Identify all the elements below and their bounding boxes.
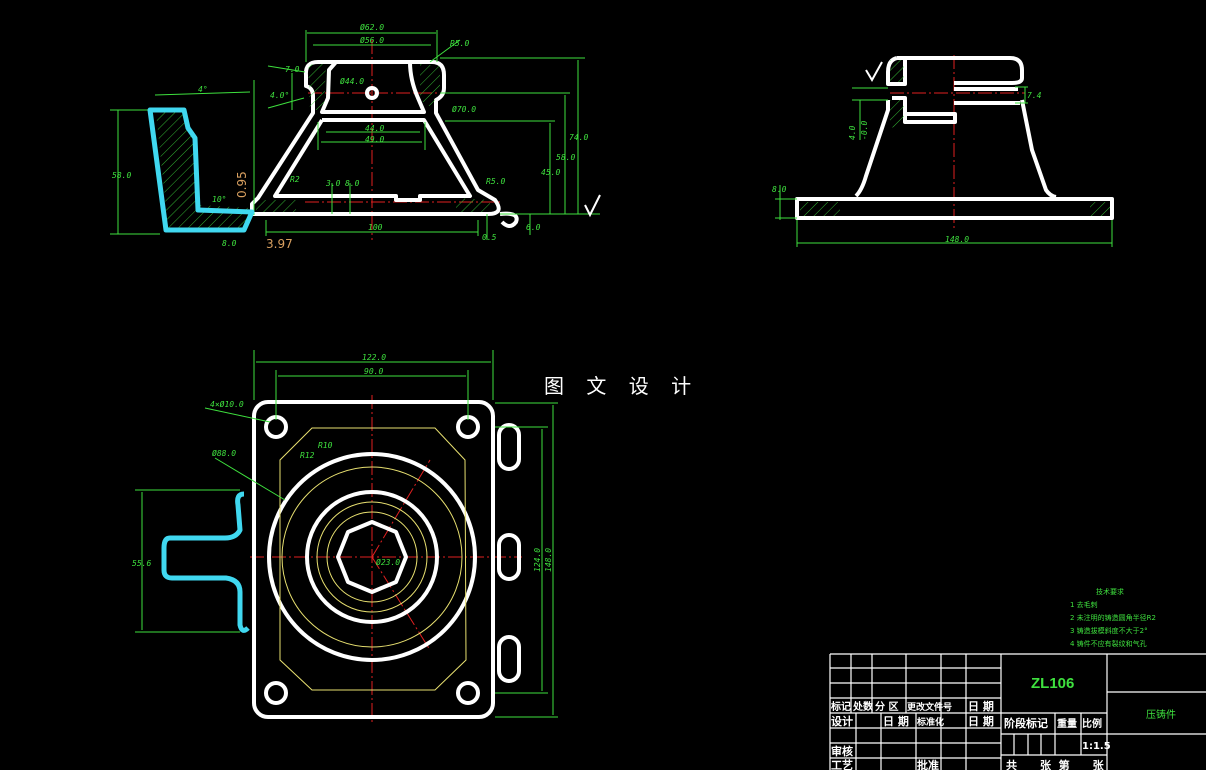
material-label: ZL106: [1031, 675, 1074, 692]
label: 重量: [1057, 717, 1077, 730]
tech-req-item: 1 去毛刺: [1070, 600, 1098, 609]
surface-finish-symbol: [865, 61, 883, 82]
dim-text: Ø56.0: [360, 35, 384, 45]
dim-text: 58.0: [556, 153, 575, 162]
tech-requirements: 技术要求 1 去毛刺 2 未注明的铸造圆角半径R2 3 铸造拔模斜度不大于2° …: [1070, 587, 1156, 648]
dim-text: -0.0: [860, 121, 869, 140]
side-view: 148.0 7.4 4.0 -0.0 8.0: [772, 55, 1114, 247]
dim-text: 8.0: [772, 185, 787, 194]
dim-text: 124.0: [533, 548, 542, 572]
dim-text: R2: [290, 175, 300, 184]
label: 比例: [1082, 717, 1102, 730]
label: 共 张 第 张: [1006, 758, 1105, 770]
title-block: ZL106 压铸件 1:1.5 标记 处数 分 区 更改文件号 日 期 设计 日…: [829, 653, 1206, 770]
dim-text: 44.0: [365, 124, 384, 133]
label: 设计: [831, 714, 853, 728]
dim-text: R5.0: [486, 177, 505, 186]
dim-text: 6.0: [526, 223, 541, 232]
label: 工艺: [831, 758, 853, 770]
dim-text: 49.0: [365, 135, 384, 144]
label: 标准化: [916, 716, 944, 728]
dim-text: 0.5: [482, 233, 497, 242]
dim-text: 7.4: [1027, 91, 1042, 100]
dim-text: 74.0: [569, 133, 588, 142]
dim-text: 45.0: [541, 168, 560, 177]
label: 分 区: [875, 700, 898, 713]
label: 日 期: [883, 714, 909, 728]
surface-finish-symbol: [584, 194, 601, 218]
tech-req-item: 4 铸件不应有裂纹和气孔: [1070, 639, 1147, 648]
tech-req-item: 2 未注明的铸造圆角半径R2: [1070, 613, 1156, 622]
dim-text: 10°: [212, 195, 226, 204]
dim-text: 55.6: [132, 559, 151, 568]
dim-text: 7.0: [285, 65, 300, 74]
dim-text: Ø62.0: [360, 22, 384, 32]
plan-view: 122.0 90.0 4×Ø10.0 Ø88.0 R10 R12 Ø23.0 5…: [132, 350, 558, 725]
part-name: 压铸件: [1146, 708, 1176, 721]
dim-text: R5.0: [450, 39, 469, 48]
dim-text: 90.0: [364, 367, 383, 376]
label: 批准: [917, 758, 939, 770]
dim-text: 148.0: [945, 235, 969, 244]
label: 更改文件号: [907, 701, 952, 713]
scale-value: 1:1.5: [1082, 741, 1111, 752]
label: 处数: [852, 700, 874, 713]
dim-text: 8.0: [345, 179, 360, 188]
dim-text: Ø88.0: [212, 448, 236, 458]
tech-req-item: 3 铸造拔模斜度不大于2°: [1070, 626, 1148, 635]
label: 审核: [831, 744, 853, 758]
dim-text: 148.0: [544, 548, 553, 572]
dim-text: Ø23.0: [376, 557, 400, 567]
label: 阶段标记: [1004, 716, 1048, 730]
dim-text: R10: [318, 441, 333, 450]
dim-text: Ø44.0: [340, 76, 364, 86]
dim-text: R12: [300, 451, 315, 460]
label: 标记: [830, 700, 851, 713]
dim-text: Ø70.0: [452, 104, 476, 114]
dim-text: 4°: [198, 85, 208, 94]
watermark: 图 文 设 计: [544, 374, 699, 398]
front-section-view: Ø62.0 Ø56.0 R5.0 Ø44.0 Ø70.0 44.0 49.0 7…: [110, 22, 601, 242]
label: 日 期: [968, 714, 994, 728]
dim-text: 58.0: [112, 171, 131, 180]
dim-text: 4.0: [848, 125, 857, 140]
mold-profile: 4° 58.0 10° 8.0 0.95 3.97: [112, 85, 293, 251]
label: 日 期: [968, 699, 994, 713]
dim-text: 122.0: [362, 353, 386, 362]
tech-req-title: 技术要求: [1096, 587, 1124, 596]
dim-text: 4×Ø10.0: [210, 399, 244, 409]
dim-text: 4.0°: [270, 91, 289, 100]
annotation-text: 0.95: [235, 171, 249, 198]
annotation-text: 3.97: [266, 237, 293, 251]
dim-text: 100: [368, 223, 383, 232]
dim-text: 3.0: [325, 179, 341, 188]
dim-text: 8.0: [222, 239, 237, 248]
